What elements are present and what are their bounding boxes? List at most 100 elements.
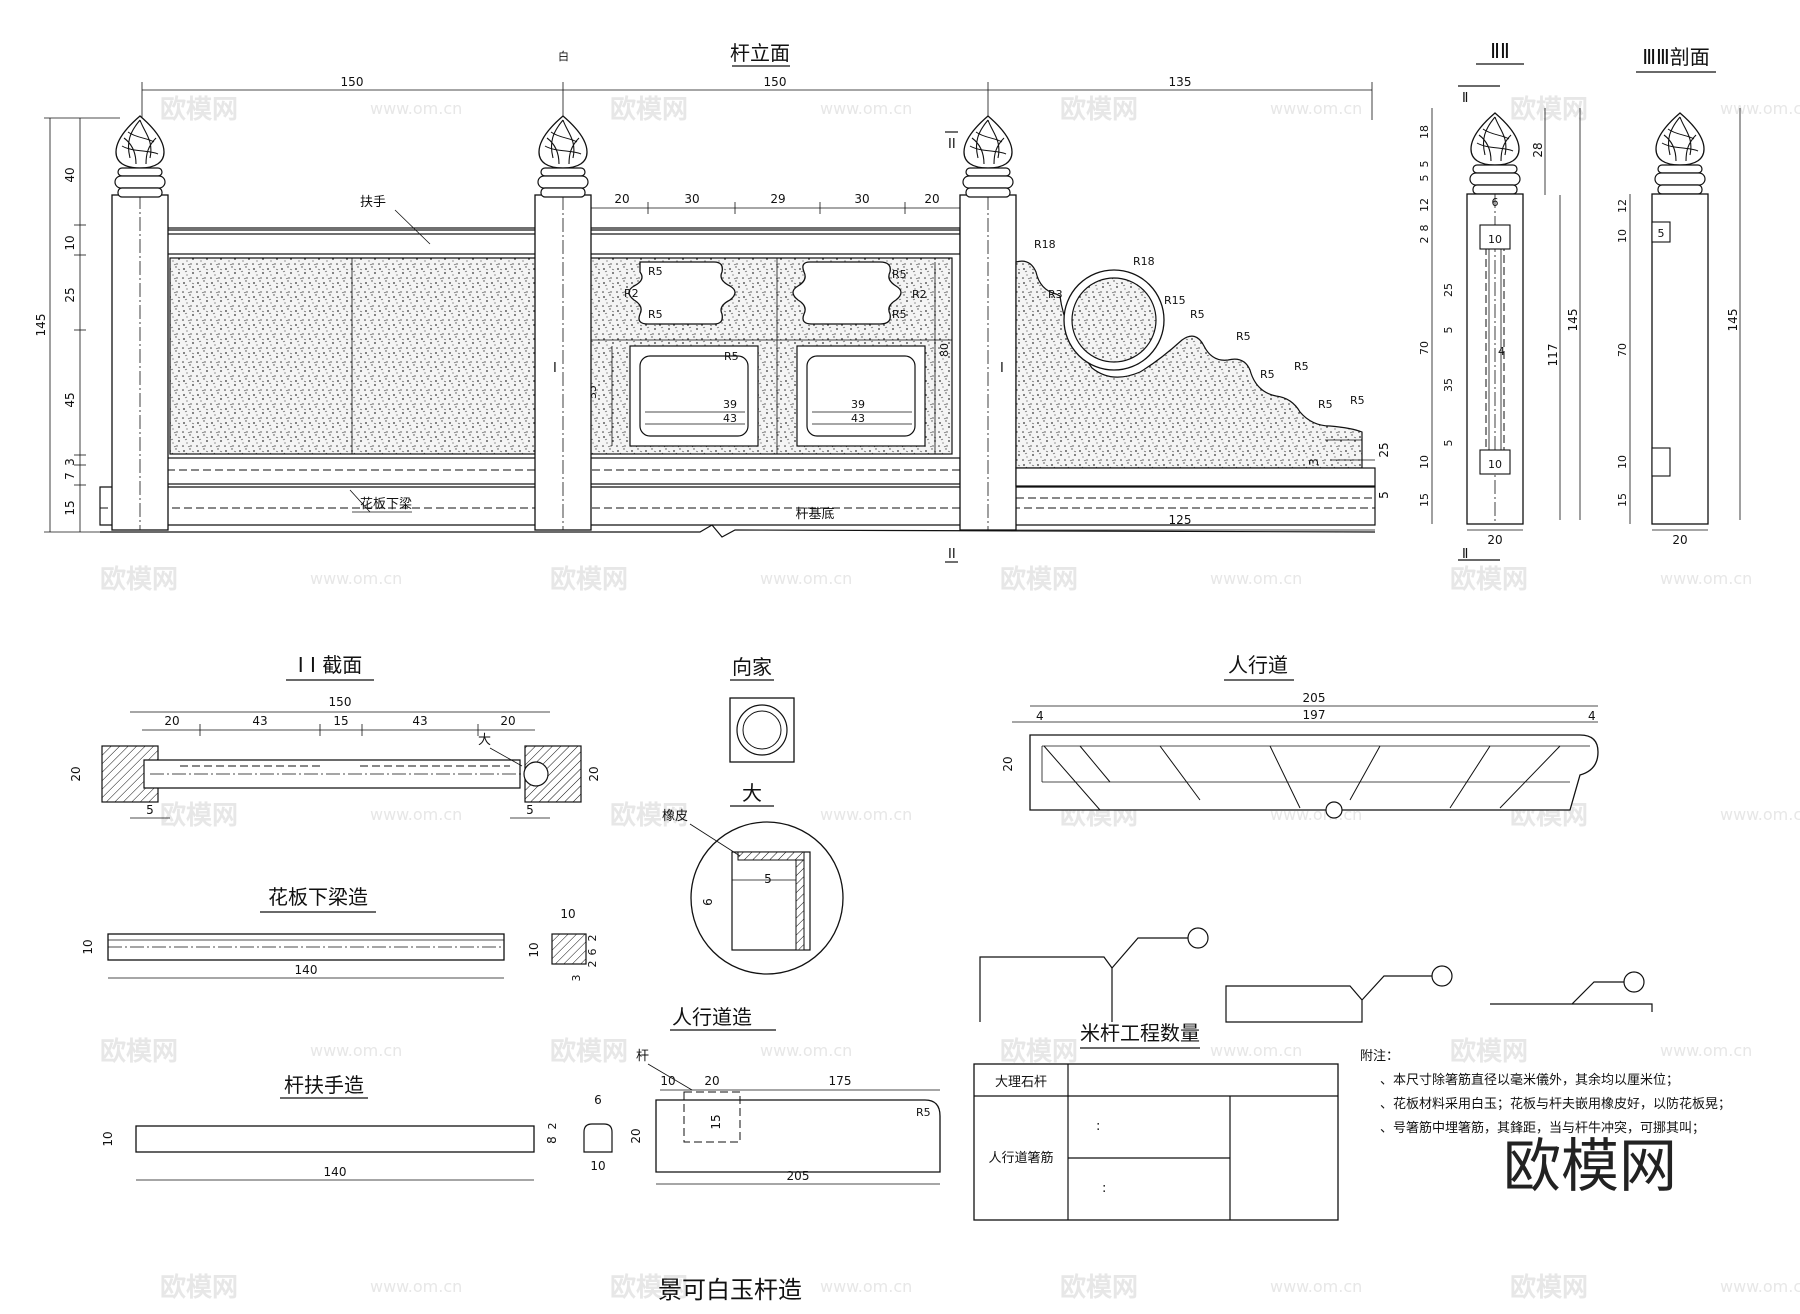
elev-wing-r-6: R5 [1236, 330, 1251, 343]
elev-r-2: R2 [624, 287, 639, 300]
elev-wing-r-7: R5 [1260, 368, 1275, 381]
watermark-brand: 欧模网 [610, 1272, 688, 1303]
section1-total: 150 [329, 695, 352, 709]
watermark-url: www.om.cn [1720, 805, 1800, 824]
watermark-brand: 欧模网 [160, 1272, 238, 1303]
watermark-url: www.om.cn [370, 1277, 462, 1296]
section3-left-3: 70 [1616, 343, 1629, 357]
rebar-shapes [979, 927, 1653, 1023]
section3-title: ⅢⅢ剖面 [1642, 45, 1710, 69]
elev-dim-top-3: 135 [1169, 75, 1192, 89]
walkway-title: 人行道 [1228, 653, 1288, 677]
handrail-sec-6: 6 [594, 1093, 602, 1107]
section2-left-13: 15 [1418, 493, 1431, 507]
detail-top-title: 向家 [732, 655, 772, 679]
elev-dim-left-5: 3 [63, 458, 77, 466]
section1-title: I I 截面 [298, 653, 363, 677]
lower-beam-sec-5: 2 [586, 961, 599, 968]
watermark-brand: 欧模网 [1000, 1036, 1078, 1067]
watermark-url: www.om.cn [820, 99, 912, 118]
lower-beam-height: 10 [81, 939, 95, 954]
elev-dim-left-3: 25 [63, 287, 77, 302]
elev-wing-r-2: R18 [1133, 255, 1155, 268]
elev-wing-dim-25: 25 [1377, 442, 1391, 457]
elev-r-1: R5 [648, 265, 663, 278]
section3-bottom: 20 [1672, 533, 1687, 547]
watermark-url: www.om.cn [310, 1041, 402, 1060]
watermark-url: www.om.cn [370, 99, 462, 118]
detail-dim-6: 6 [701, 898, 715, 906]
walkway-detail-title: 人行道造 [672, 1005, 752, 1029]
lower-beam-sec-2: 10 [527, 942, 541, 957]
section3-left-1: 12 [1616, 199, 1629, 213]
elev-wing-r-1: R18 [1034, 238, 1056, 251]
section2-left-11: 5 [1442, 440, 1455, 447]
elev-section-mark-bottom: II [948, 547, 956, 562]
elev-r-6: R5 [892, 308, 907, 321]
watermark-brand: 欧模网 [1060, 94, 1138, 125]
section3-left-4: 10 [1616, 455, 1629, 469]
watermark-brand: 欧模网 [160, 800, 238, 831]
watermark-brand: 欧模网 [1450, 564, 1528, 595]
section1-bottom-right: 5 [526, 803, 534, 817]
watermark-url: www.om.cn [1720, 1277, 1800, 1296]
quantity-row-2-value-2: : [1102, 1181, 1106, 1196]
watermark-url: www.om.cn [760, 569, 852, 588]
lower-beam-sec-4: 6 [586, 949, 599, 956]
elev-wing-r-9: R5 [1318, 398, 1333, 411]
detail-bottom-title: 大 [742, 781, 762, 805]
section1-side-left: 20 [69, 766, 83, 781]
elev-dim-top-1: 150 [341, 75, 364, 89]
section2-inner-4: 4 [1498, 345, 1505, 358]
drawing-caption: 景可白玉杆造 [658, 1276, 802, 1304]
section2-left-1: 18 [1418, 125, 1431, 139]
walkway-detail-20: 20 [704, 1074, 719, 1088]
notes: 附注： 、本尺寸除箸筋直径以毫米儀外，其余均以厘米位； 、花板材料采用白玉；花板… [1360, 1049, 1731, 1136]
walkway-detail-205: 205 [787, 1169, 810, 1183]
elev-r-5: R2 [912, 288, 927, 301]
elev-inner-43a: 43 [723, 412, 737, 425]
elev-section1-right: I [1000, 361, 1004, 376]
elev-label-handrail: 扶手 [360, 195, 386, 210]
lower-beam-title: 花板下梁造 [268, 885, 368, 909]
railing-elevation: 杆立面 白 150 150 135 145 40 10 25 45 3 7 15 [34, 41, 1391, 563]
watermark-brand: 欧模网 [1060, 1272, 1138, 1303]
elev-wing-dim-3: 3 [1307, 458, 1321, 466]
watermark-url: www.om.cn [1720, 99, 1800, 118]
elevation-title: 杆立面 [730, 41, 790, 65]
lower-beam-sec-3: 2 [586, 935, 599, 942]
elev-section-mark-top: II [948, 137, 956, 152]
elev-wing-dim-125: 125 [1169, 513, 1192, 527]
elev-r-4: R5 [892, 268, 907, 281]
elev-wing-r-10: R5 [1350, 394, 1365, 407]
section2-inner-6: 6 [1492, 196, 1499, 209]
notes-line-1: 、本尺寸除箸筋直径以毫米儀外，其余均以厘米位； [1380, 1072, 1679, 1088]
handrail-length: 140 [324, 1165, 347, 1179]
elev-r-3: R5 [648, 308, 663, 321]
section3-left-5: 15 [1616, 493, 1629, 507]
walkway-detail-15: 15 [709, 1114, 723, 1129]
watermark-brand: 欧模网 [550, 1036, 628, 1067]
section2-inner-10b: 10 [1488, 458, 1502, 471]
watermark-url: www.om.cn [1210, 569, 1302, 588]
elev-wing-r-8: R5 [1294, 360, 1309, 373]
elev-inner-39b: 39 [851, 398, 865, 411]
watermark-brand: 欧模网 [1510, 1272, 1588, 1303]
elev-panel-dim-4: 30 [854, 192, 869, 206]
section2-left-4: 12 [1418, 198, 1431, 212]
notes-title: 附注： [1360, 1049, 1399, 1064]
elev-panel-dim-2: 30 [684, 192, 699, 206]
section2-left-5: 8 [1418, 225, 1431, 232]
watermark-url: www.om.cn [370, 805, 462, 824]
section3-left-2: 10 [1616, 229, 1629, 243]
section1-dim-1: 20 [164, 714, 179, 728]
elev-panel-dim-3: 29 [770, 192, 785, 206]
section2-mark-bottom: Ⅱ [1462, 547, 1468, 562]
watermark-url: www.om.cn [820, 1277, 912, 1296]
handrail-sec-8: 8 [545, 1136, 559, 1144]
section1-dim-5: 20 [500, 714, 515, 728]
walkway-detail: 人行道造 杆 10 20 175 15 20 R5 205 [629, 1005, 941, 1185]
lower-beam-sec-6: 3 [570, 975, 583, 982]
quantity-row-2-name: 人行道箸筋 [988, 1150, 1053, 1166]
watermark-layer: 欧模网 www.om.cn 欧模网 www.om.cn 欧模网 www.om.cn 欧模网 w… [100, 94, 1800, 1303]
